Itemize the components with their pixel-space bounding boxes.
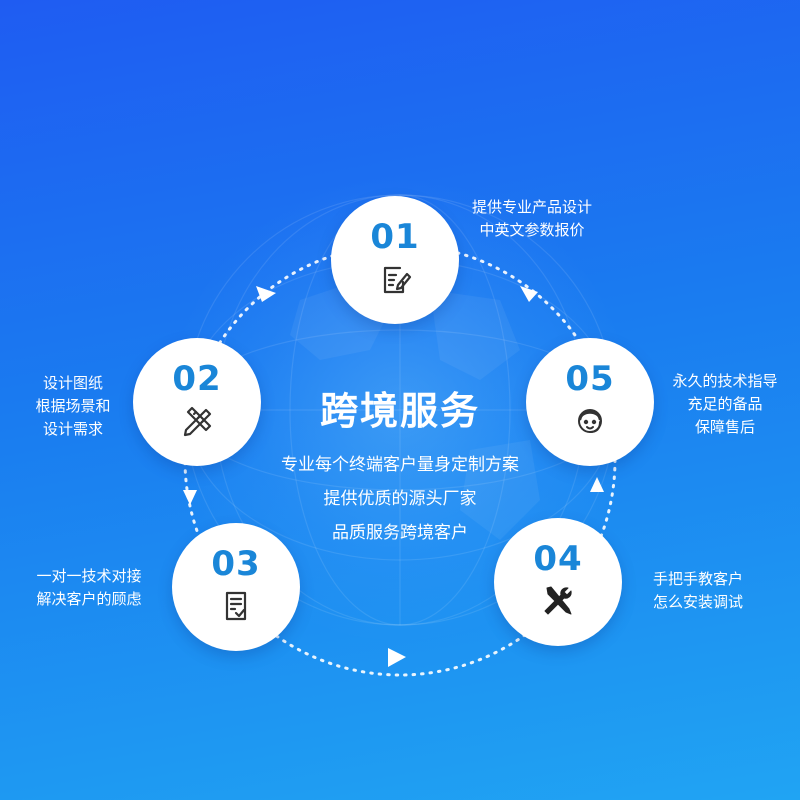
step-number-04: 04	[533, 539, 583, 579]
step-number-01: 01	[370, 217, 420, 257]
step-node-01: 01	[331, 196, 459, 324]
desc-line: 手把手教客户	[652, 570, 743, 588]
desc-line: 设计需求	[42, 420, 103, 438]
step-node-05: 05	[526, 338, 654, 466]
step-number-02: 02	[172, 359, 222, 399]
step-05-description: 永久的技术指导 充足的备品 保障售后	[660, 370, 790, 439]
step-01-description: 提供专业产品设计 中英文参数报价	[452, 196, 612, 242]
arrow-03-to-04	[388, 648, 406, 667]
subtitle-line-1: 专业每个终端客户量身定制方案	[281, 455, 519, 475]
desc-line: 提供专业产品设计	[471, 198, 592, 216]
step-03-description: 一对一技术对接 解决客户的顾虑	[14, 565, 164, 611]
arrow-02-to-03	[183, 490, 197, 505]
arrow-01-to-02	[256, 286, 276, 302]
step-node-02: 02	[133, 338, 261, 466]
step-number-05: 05	[565, 359, 615, 399]
step-04-description: 手把手教客户 怎么安装调试	[628, 568, 768, 614]
desc-line: 保障售后	[694, 418, 755, 436]
checklist-document-icon	[225, 591, 247, 621]
step-node-03: 03	[172, 523, 300, 651]
desc-line: 中英文参数报价	[479, 221, 585, 239]
wrench-screwdriver-icon	[544, 586, 572, 615]
desc-line: 永久的技术指导	[672, 372, 778, 390]
step-02-description: 设计图纸 根据场景和 设计需求	[18, 372, 128, 441]
subtitle-line-3: 品质服务跨境客户	[332, 523, 468, 543]
desc-line: 怎么安装调试	[652, 593, 743, 611]
arrow-05-to-01	[520, 286, 538, 302]
desc-line: 解决客户的顾虑	[36, 590, 142, 608]
customer-service-headset-icon	[578, 409, 602, 433]
desc-line: 根据场景和	[35, 397, 111, 415]
step-number-03: 03	[211, 544, 261, 584]
step-node-04: 04	[494, 518, 622, 646]
subtitle-line-2: 提供优质的源头厂家	[323, 489, 477, 509]
desc-line: 设计图纸	[42, 374, 103, 392]
pencil-ruler-icon	[183, 406, 212, 437]
desc-line: 充足的备品	[687, 395, 763, 413]
arrow-04-to-05	[590, 477, 604, 492]
edit-document-icon	[383, 266, 412, 294]
desc-line: 一对一技术对接	[36, 567, 142, 585]
page-title: 跨境服务	[319, 389, 480, 433]
